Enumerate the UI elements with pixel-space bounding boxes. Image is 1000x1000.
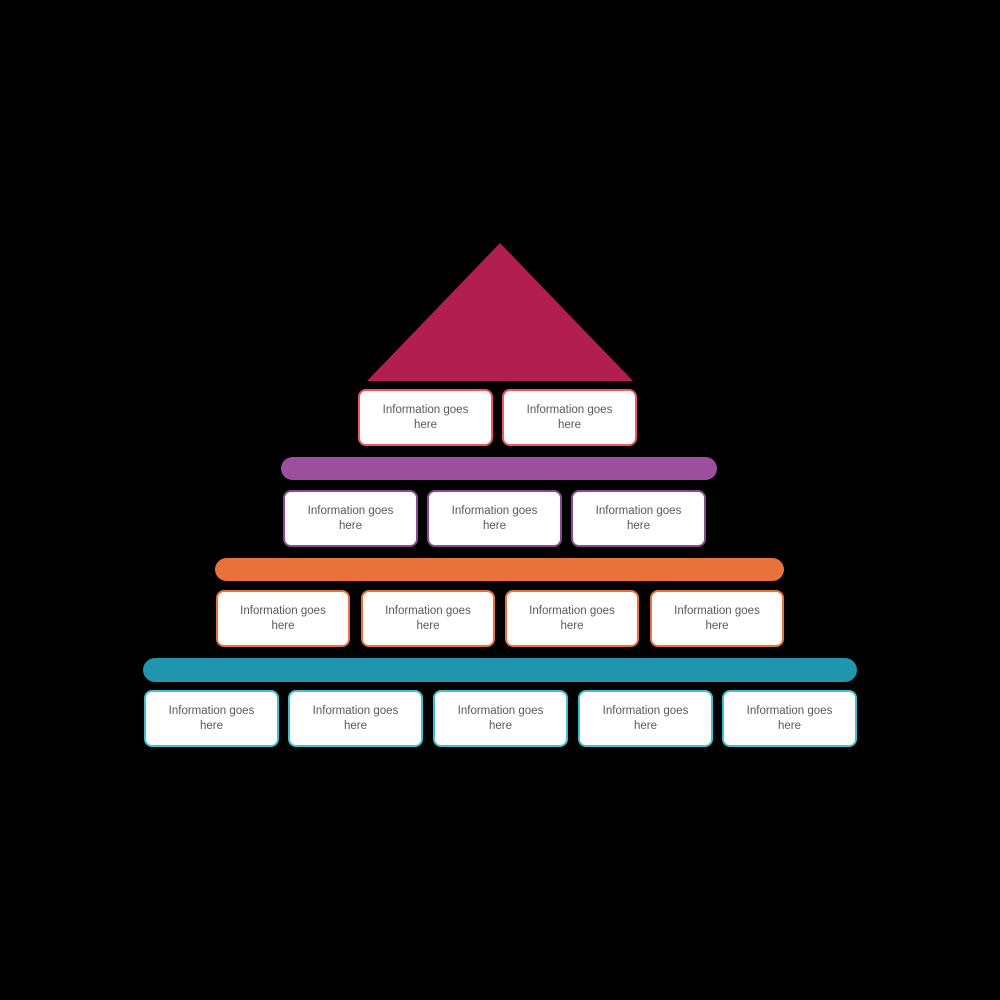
level-3-info-box[interactable]: Information goes here <box>650 590 784 647</box>
pyramid-level-4-bar[interactable] <box>143 658 857 682</box>
level-1-info-box[interactable]: Information goes here <box>358 389 493 446</box>
pyramid-level-1-triangle[interactable] <box>367 243 633 381</box>
pyramid-level-3-bar[interactable] <box>215 558 784 581</box>
level-4-info-box[interactable]: Information goes here <box>288 690 423 747</box>
level-2-info-box[interactable]: Information goes here <box>283 490 418 547</box>
level-2-info-box[interactable]: Information goes here <box>571 490 706 547</box>
level-3-info-box[interactable]: Information goes here <box>505 590 639 647</box>
level-3-info-box[interactable]: Information goes here <box>361 590 495 647</box>
level-2-info-box[interactable]: Information goes here <box>427 490 562 547</box>
level-4-info-box[interactable]: Information goes here <box>144 690 279 747</box>
pyramid-level-2-bar[interactable] <box>281 457 717 480</box>
level-1-info-box[interactable]: Information goes here <box>502 389 637 446</box>
level-3-info-box[interactable]: Information goes here <box>216 590 350 647</box>
level-4-info-box[interactable]: Information goes here <box>722 690 857 747</box>
level-4-info-box[interactable]: Information goes here <box>433 690 568 747</box>
level-4-info-box[interactable]: Information goes here <box>578 690 713 747</box>
